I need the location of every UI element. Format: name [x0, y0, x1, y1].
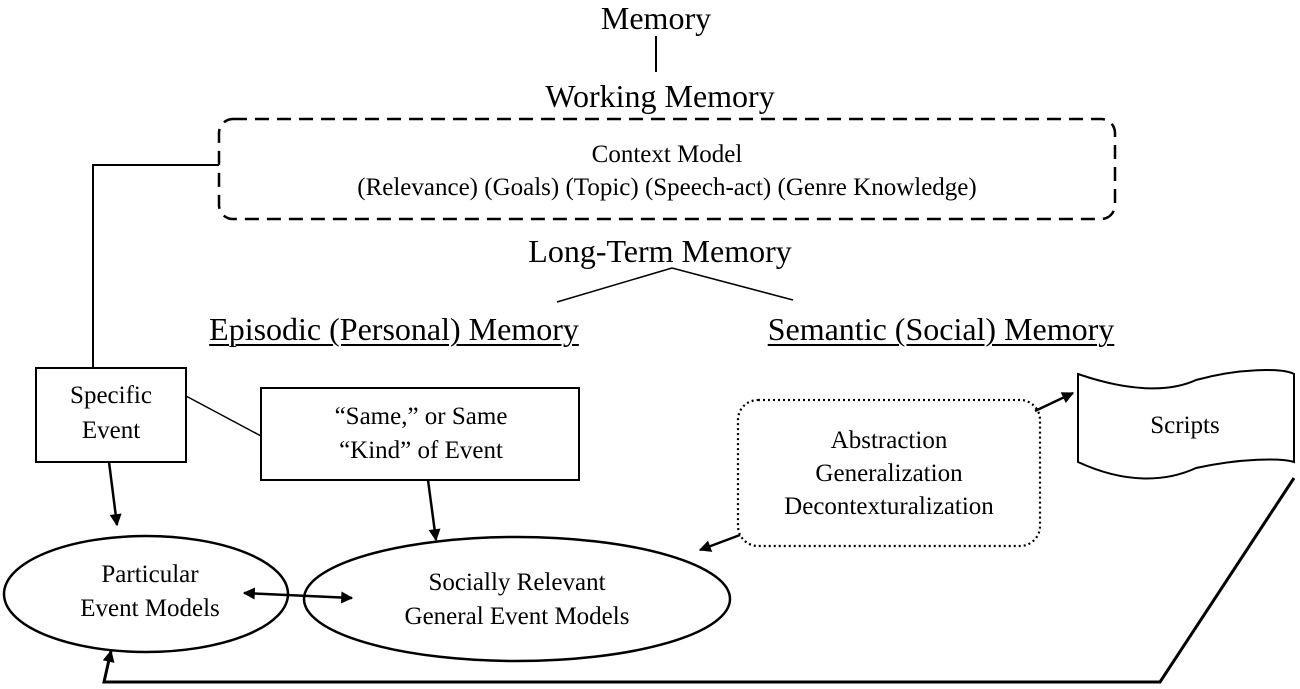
process-box	[736, 398, 1042, 548]
process-label-generalization: Generalization	[815, 460, 963, 487]
context-model-title: Context Model	[591, 141, 743, 168]
specific-event-label-line1: Specific	[70, 382, 152, 409]
general-models-ellipse	[302, 535, 732, 663]
scripts-label: Scripts	[1150, 412, 1220, 439]
same-kind-label-line1: “Same,” or Same	[334, 403, 508, 430]
process-to-scripts-arrow	[1034, 391, 1075, 413]
memory-title: Memory	[600, 0, 712, 36]
context-model-box	[217, 117, 1117, 221]
general-models-label-line2: General Event Models	[404, 603, 630, 630]
scripts-feedback-loop	[102, 477, 1296, 684]
particular-models-label-line2: Event Models	[80, 595, 220, 622]
specific-to-same-kind-line	[185, 395, 262, 437]
process-label-abstraction: Abstraction	[830, 427, 948, 454]
branch-line-semantic	[671, 267, 794, 301]
same-kind-to-general-arrow	[426, 479, 441, 542]
scripts-shape	[1077, 369, 1295, 480]
branch-line-episodic	[556, 267, 673, 303]
process-label-decontexturalization: Decontexturalization	[784, 493, 994, 520]
particular-general-bidirectional-arrow	[242, 587, 354, 604]
context-model-items: (Relevance) (Goals) (Topic) (Speech-act)…	[357, 174, 977, 201]
process-to-general-arrow	[698, 533, 741, 552]
long-term-memory-title: Long-Term Memory	[528, 233, 792, 269]
same-kind-box	[260, 387, 580, 481]
same-kind-label-line2: “Kind” of Event	[339, 437, 503, 464]
specific-event-box	[35, 367, 187, 463]
specific-to-particular-arrow	[107, 461, 122, 527]
context-to-specific-line	[92, 164, 219, 368]
particular-models-label-line1: Particular	[101, 561, 199, 588]
working-memory-title: Working Memory	[545, 78, 775, 114]
specific-event-label-line2: Event	[81, 417, 141, 444]
general-models-label-line1: Socially Relevant	[428, 569, 606, 596]
episodic-memory-heading: Episodic (Personal) Memory	[209, 311, 579, 347]
semantic-memory-heading: Semantic (Social) Memory	[767, 311, 1115, 347]
